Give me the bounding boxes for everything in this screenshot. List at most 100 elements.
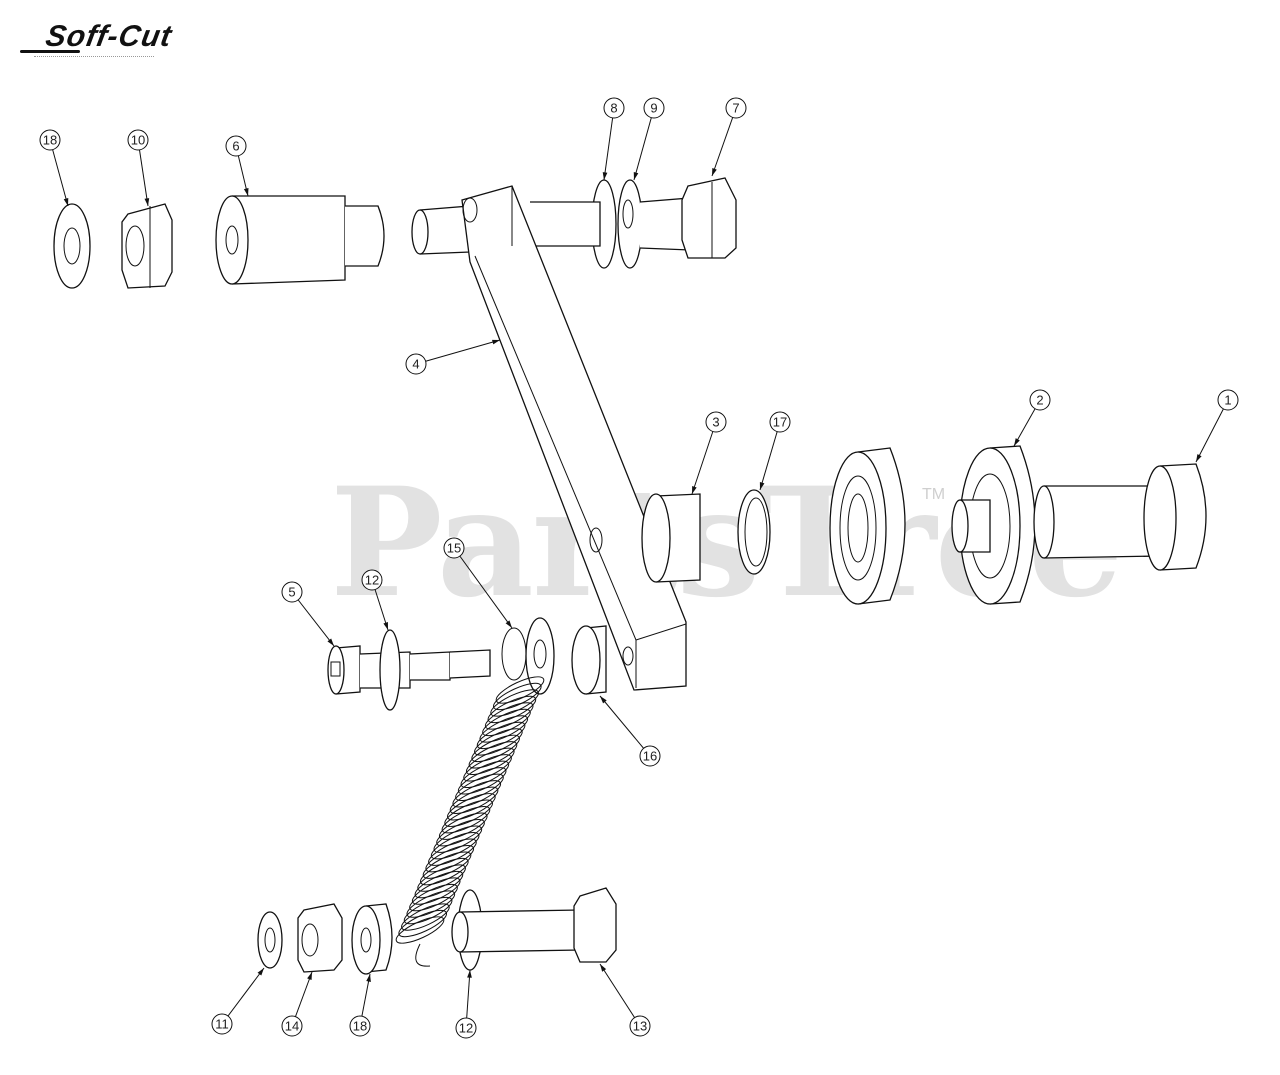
leader-arrowhead	[63, 198, 69, 206]
leader-line	[633, 107, 655, 181]
spring-coil	[433, 825, 483, 853]
callout-c-16: 16	[599, 695, 661, 767]
callout-c-12b: 12	[455, 969, 477, 1039]
part-2-pulley[interactable]	[951, 445, 1036, 605]
spring-coil	[476, 721, 526, 750]
callout-c-18b: 18	[349, 973, 371, 1037]
part-16-spacer[interactable]	[571, 625, 607, 695]
spring-coil	[444, 799, 493, 827]
part-7-bolt[interactable]	[530, 177, 737, 259]
leader-arrowhead	[467, 970, 472, 978]
part-11-lock-washer[interactable]	[257, 911, 283, 969]
spring-coil	[438, 812, 488, 840]
spring-coil	[449, 786, 499, 814]
callout-bubble	[211, 1013, 233, 1035]
leader-arrowhead	[1014, 438, 1020, 446]
bearing[interactable]	[829, 447, 906, 605]
leader-arrowhead	[633, 172, 639, 180]
spring-coil	[417, 864, 466, 892]
callout-c-9: 9	[633, 97, 665, 181]
part-12-washer-upper[interactable]	[379, 629, 401, 711]
part-15-spring-hook[interactable]	[501, 627, 527, 681]
part-4-idler-arm[interactable]	[461, 185, 687, 691]
callout-c-5: 5	[281, 581, 335, 647]
callout-bubble	[361, 569, 383, 591]
callout-number: 16	[643, 749, 657, 764]
part-17-ring[interactable]	[737, 489, 771, 575]
part-14-nut[interactable]	[297, 903, 343, 973]
spring-coil	[430, 832, 480, 860]
callout-number: 3	[712, 415, 719, 430]
leader-line	[759, 421, 781, 491]
leader-arrowhead	[243, 188, 249, 196]
part-1-axle[interactable]	[1033, 463, 1207, 571]
brand-logo: Soff-Cut	[20, 14, 220, 64]
callout-c-17: 17	[759, 411, 791, 491]
spring-coil	[425, 844, 475, 873]
callout-number: 18	[353, 1019, 367, 1034]
part-10-nut[interactable]	[121, 203, 173, 289]
callout-bubble	[127, 129, 149, 151]
callout-number: 4	[412, 357, 419, 372]
callout-number: 7	[732, 101, 739, 116]
callout-bubble	[629, 1015, 651, 1037]
spring-coil	[414, 870, 464, 899]
callout-bubble	[639, 745, 661, 767]
part-3-spacer[interactable]	[641, 493, 701, 583]
spring-coil	[482, 708, 531, 737]
callout-bubble	[455, 1017, 477, 1039]
callout-c-4: 4	[405, 339, 501, 375]
callout-bubble	[705, 411, 727, 433]
callout-c-15: 15	[443, 537, 513, 629]
callout-number: 12	[459, 1021, 473, 1036]
callout-c-12a: 12	[361, 569, 389, 631]
part-18-lock-washer-top[interactable]	[53, 203, 91, 289]
leader-line	[415, 339, 501, 365]
leader-arrowhead	[692, 486, 697, 494]
callout-c-1: 1	[1195, 389, 1239, 463]
leader-line	[49, 139, 69, 207]
leader-arrowhead	[307, 972, 312, 980]
leader-arrowhead	[1196, 454, 1202, 462]
part-9-washer[interactable]	[617, 179, 643, 269]
spring-coil	[457, 767, 507, 795]
spring-coil	[487, 695, 537, 724]
callout-number: 9	[650, 101, 657, 116]
leader-line	[137, 139, 149, 207]
logo-swoosh	[20, 50, 80, 53]
arm-bushing[interactable]	[411, 205, 471, 255]
lower-washer[interactable]	[525, 617, 555, 695]
leader-line	[603, 107, 615, 181]
callout-number: 1	[1224, 393, 1231, 408]
part-13-bolt[interactable]	[451, 887, 617, 963]
callout-c-7: 7	[711, 97, 747, 177]
spring-coil	[455, 773, 504, 801]
callout-bubble	[405, 353, 427, 375]
callout-bubble	[725, 97, 747, 119]
leader-line	[711, 107, 737, 177]
callout-c-2: 2	[1013, 389, 1051, 447]
leader-arrowhead	[383, 622, 388, 630]
callout-c-10: 10	[127, 129, 150, 207]
spring-coil	[492, 682, 542, 711]
spring-coil	[422, 851, 472, 879]
spring-coil	[447, 793, 496, 821]
spring-coil	[436, 819, 485, 847]
spring-coil	[403, 896, 453, 925]
spring-coil	[398, 909, 448, 938]
leader-arrowhead	[600, 964, 607, 972]
callout-c-3: 3	[691, 411, 727, 495]
leader-line	[599, 963, 641, 1027]
callout-number: 2	[1036, 393, 1043, 408]
part-5-bolt[interactable]	[327, 645, 491, 695]
spring-coil	[395, 916, 445, 944]
callout-number: 10	[131, 133, 145, 148]
callout-bubble	[1217, 389, 1239, 411]
leader-arrowhead	[366, 974, 371, 982]
callout-bubble	[443, 537, 465, 559]
callout-bubble	[1029, 389, 1051, 411]
part-18-spacer-bottom[interactable]	[351, 903, 393, 975]
part-6-spacer[interactable]	[215, 195, 385, 285]
spring[interactable]	[393, 672, 547, 948]
